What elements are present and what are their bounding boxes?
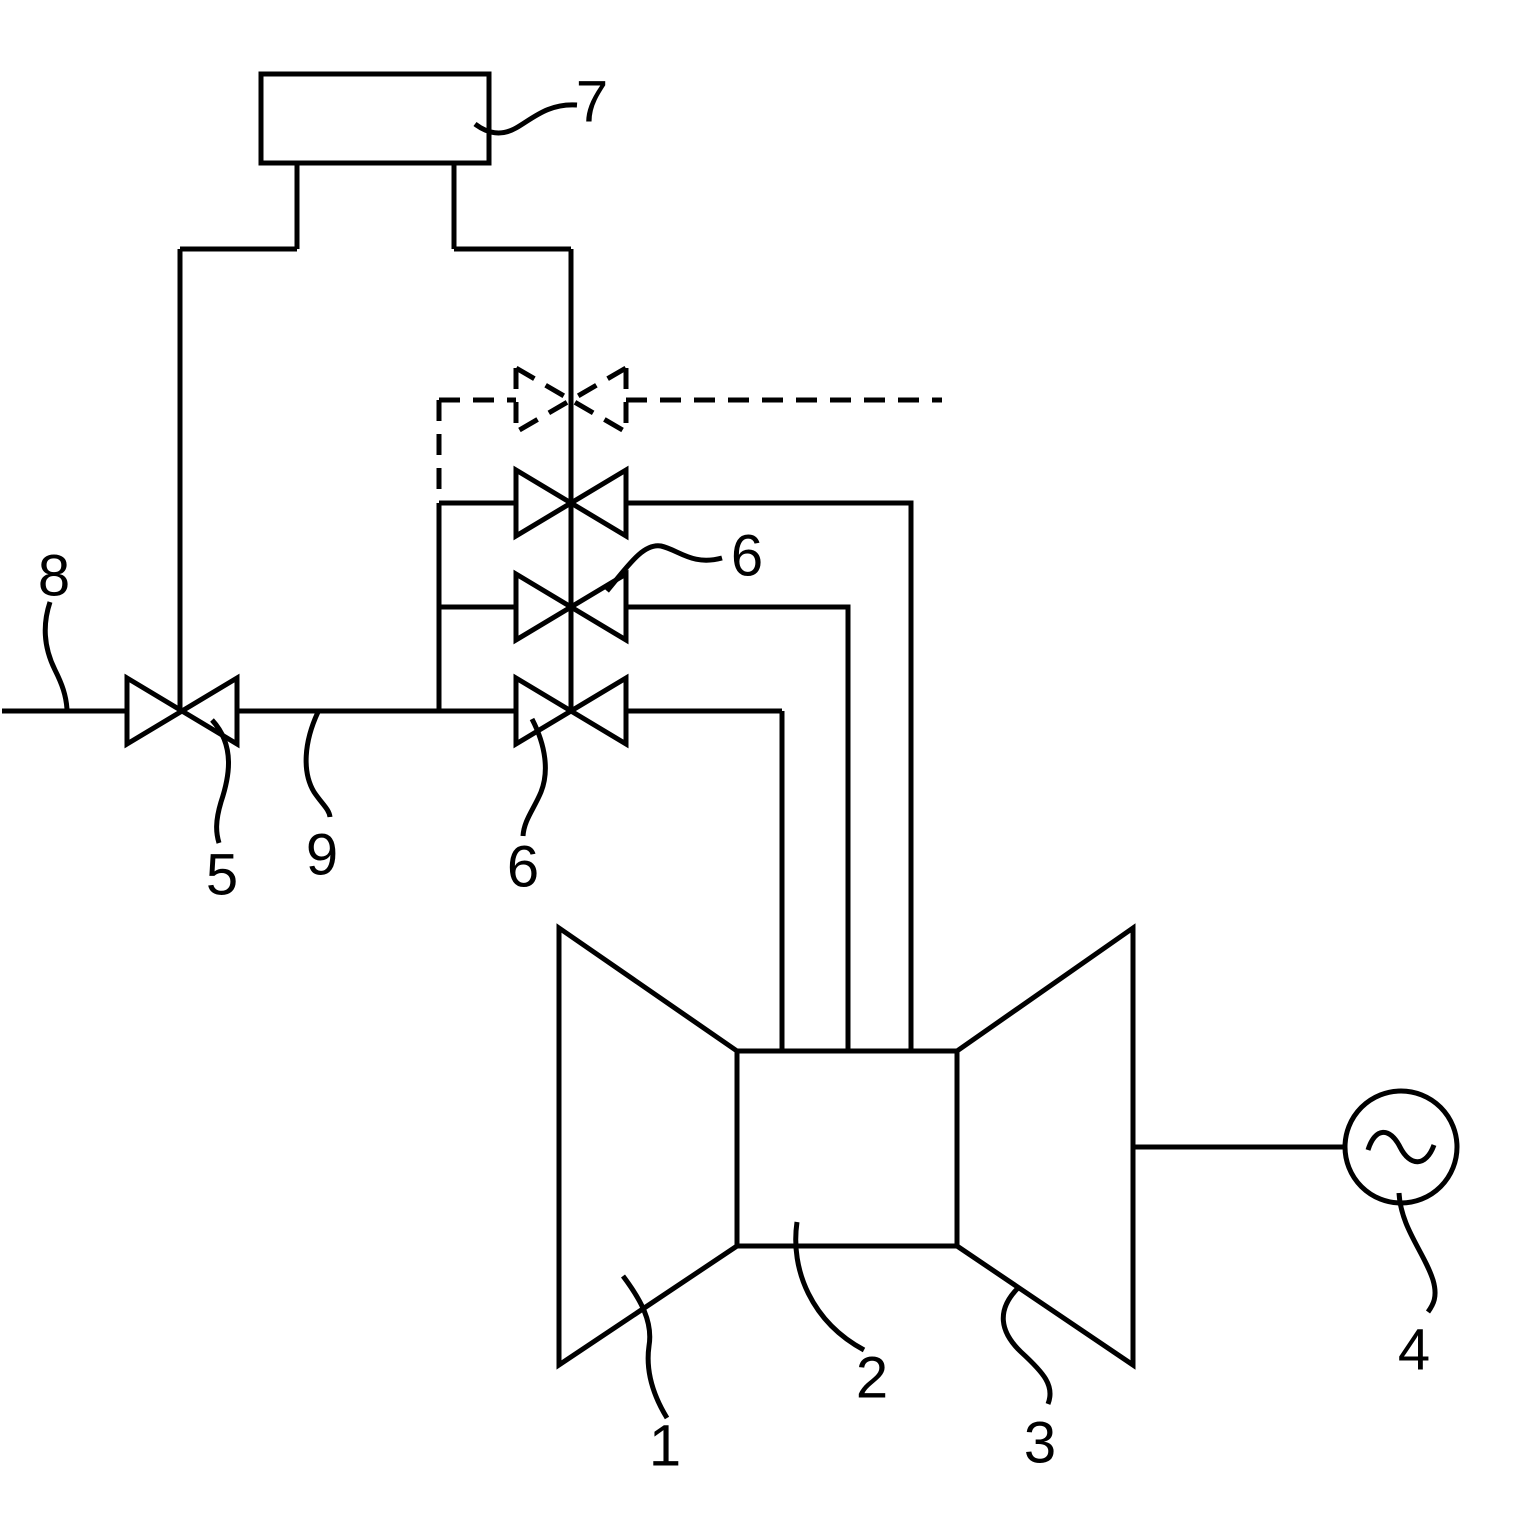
leader-1: [620, 1274, 670, 1420]
label-burner-valve-bottom: 6: [507, 835, 539, 900]
dashed-valve-right-triangle: [566, 363, 629, 437]
main-valve-left-triangle: [124, 673, 187, 749]
label-fuel-supply-unit: 7: [576, 70, 608, 135]
burner-valve-bottom-left-triangle: [513, 673, 576, 749]
burner-valve-middle-right-triangle: [566, 569, 629, 645]
dashed-valve-group: [436, 363, 942, 500]
leader-4: [1396, 1192, 1438, 1314]
burner-valve-bottom: [513, 673, 629, 749]
leader-5: [210, 718, 231, 844]
label-fuel-feed-line: 8: [38, 544, 70, 609]
label-turbine: 3: [1024, 1411, 1056, 1476]
dashed-valve-left-triangle: [513, 363, 576, 437]
main-valve-symbol: [124, 673, 240, 749]
label-generator: 4: [1398, 1318, 1430, 1383]
leader-6-right: [605, 543, 723, 593]
label-main-valve: 5: [206, 843, 238, 908]
label-distribution-line: 9: [306, 823, 338, 888]
burner-valve-top-right-triangle: [566, 465, 629, 541]
leader-7: [473, 102, 578, 136]
burner-valve-top-left-triangle: [513, 465, 576, 541]
main-valve-right-triangle: [177, 673, 240, 749]
label-compressor: 1: [649, 1414, 681, 1479]
ac-sine-icon: [1365, 1129, 1437, 1165]
label-combustor: 2: [856, 1346, 888, 1411]
burner-pipe-2: [626, 604, 851, 1051]
leader-9: [303, 710, 333, 818]
burner-valve-bottom-right-triangle: [566, 673, 629, 749]
leader-6-bottom: [520, 717, 548, 837]
leader-2: [793, 1221, 866, 1353]
turbine-trapezoid: [954, 923, 1136, 1370]
burner-valve-middle-left-triangle: [513, 569, 576, 645]
leader-3: [1000, 1286, 1053, 1405]
burner-pipe-1: [626, 500, 914, 1051]
fuel-supply-box: [258, 71, 492, 166]
label-burner-valve-right: 6: [731, 524, 763, 589]
leader-8: [42, 601, 70, 710]
compressor-trapezoid: [556, 923, 740, 1370]
combustor-box: [734, 1048, 960, 1249]
